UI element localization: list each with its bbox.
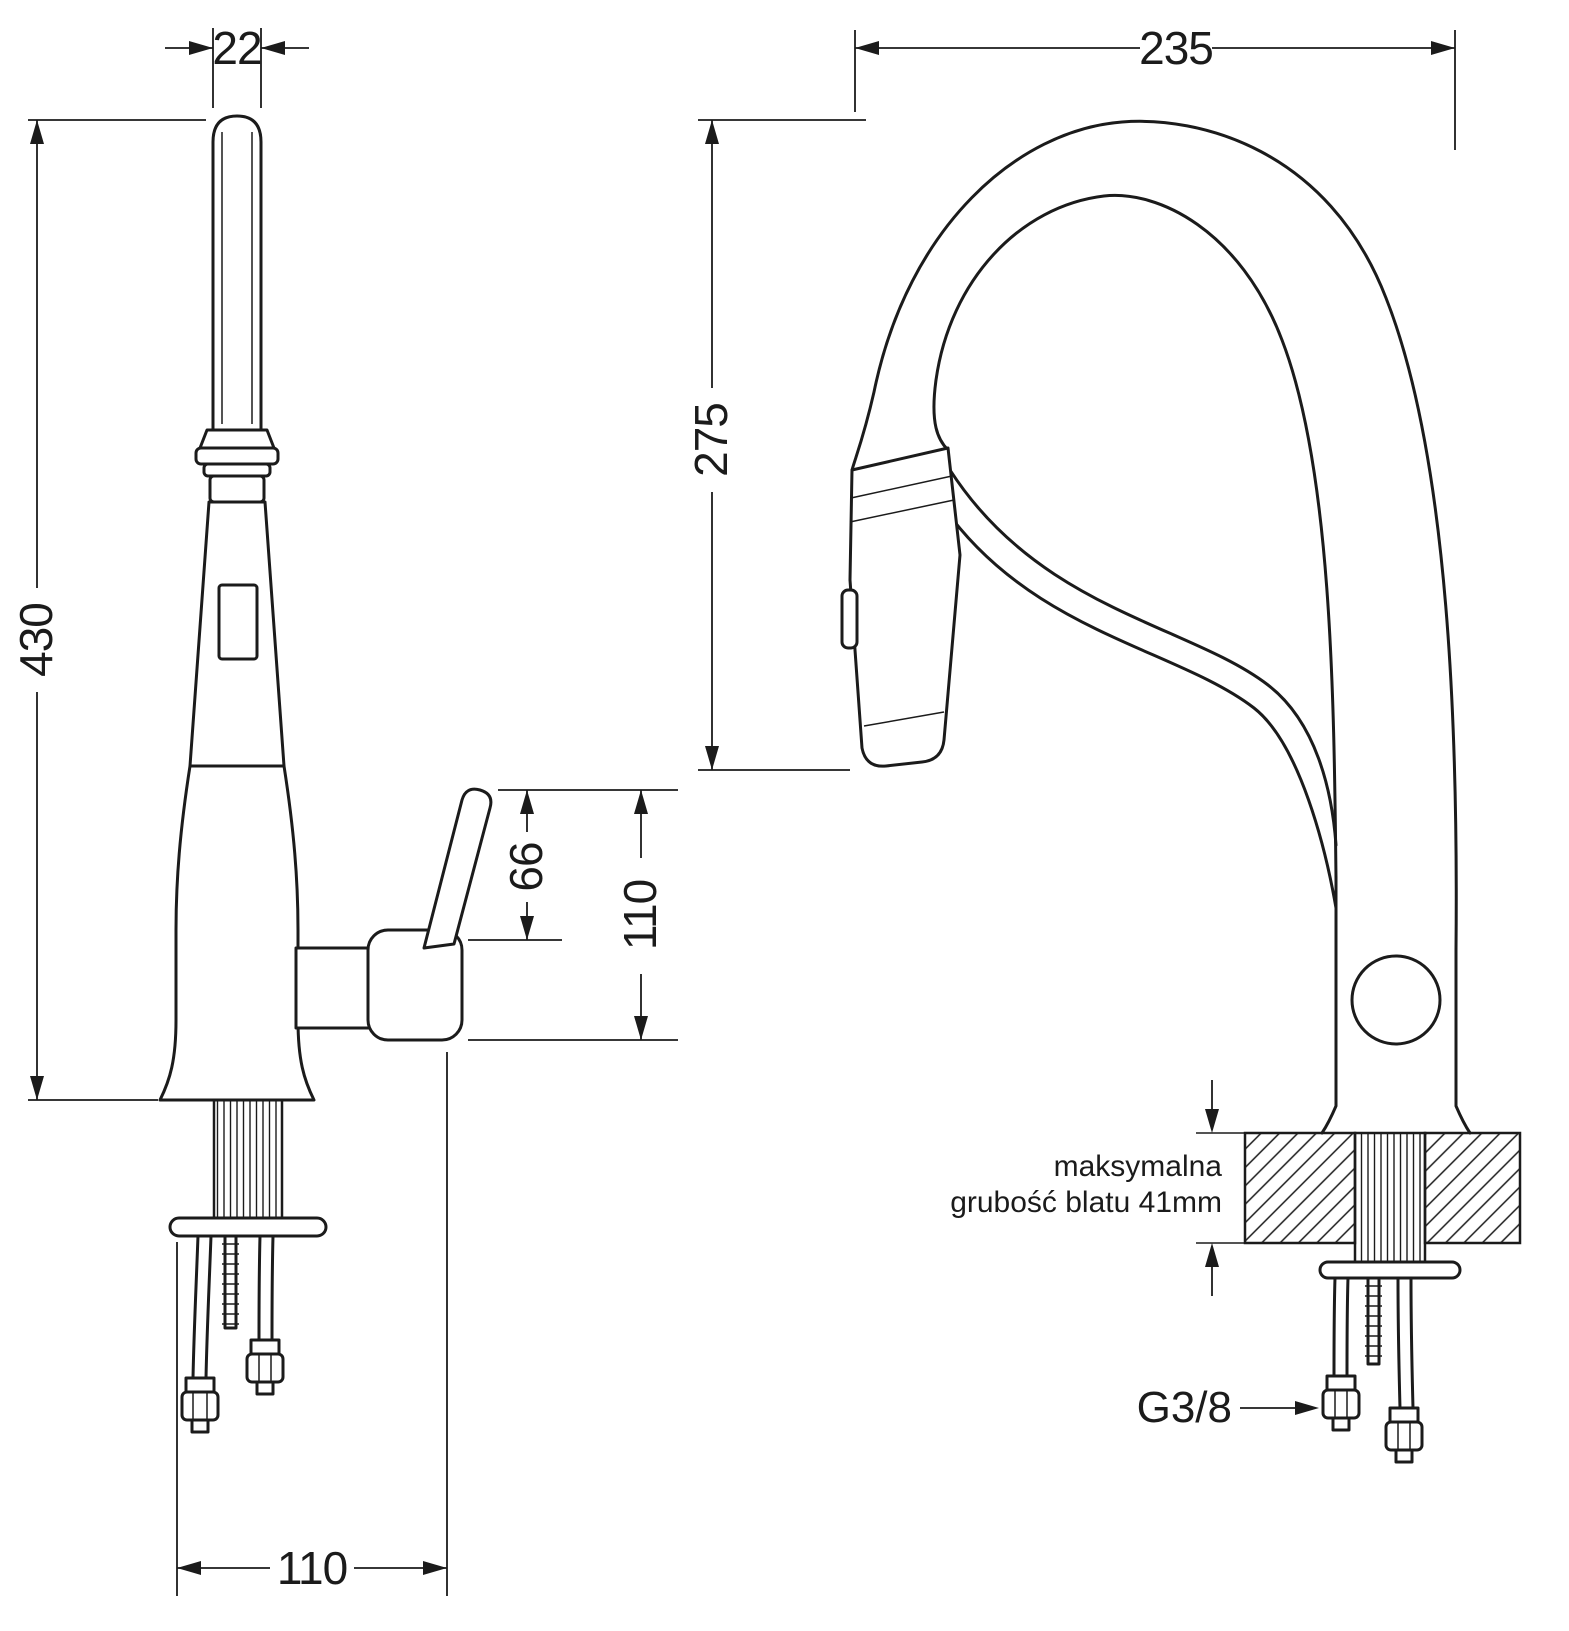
dim-label-22: 22 [212,22,261,74]
body-window [217,583,259,661]
dim-label-275: 275 [685,403,737,477]
threaded-shank [1353,1131,1427,1264]
hose-nut [1384,1420,1424,1452]
stud-thread-ticks [1365,1285,1382,1357]
stud-thread-ticks [222,1243,239,1325]
mounting-flange [168,1216,328,1238]
gooseneck-spout [850,119,1458,952]
dimension-spout-drop: 275 [685,119,866,771]
dim-label-66: 66 [500,842,552,891]
handle-lever [422,787,493,950]
counter-note-line2: grubość blatu 41mm [950,1186,1222,1219]
right-view-faucet: 235 275 maksymalna grubość blatu 41mm [685,22,1522,1464]
handle-connector [294,946,372,1030]
dimension-lever-height: 66 [468,789,678,941]
faucet-body [1320,876,1472,1135]
upper-body [188,500,286,768]
dim-label-430: 430 [10,603,62,677]
counter-thickness-annotation: maksymalna grubość blatu 41mm [950,1080,1222,1296]
g38-nut [1321,1388,1361,1420]
countertop-section [1196,1131,1522,1245]
spout-tube [194,114,280,504]
spray-head [840,446,962,768]
hose-nut [245,1352,285,1384]
thread-size-callout: G3/8 [1137,1383,1319,1432]
thread-size-label: G3/8 [1137,1383,1232,1432]
supply-hose-right [245,1234,285,1396]
left-view-faucet: 22 430 66 [10,22,678,1596]
supply-hose-left [180,1234,220,1434]
pivot-joint [1350,954,1442,1046]
supply-hose-left [1321,1276,1361,1432]
dim-label-110-bottom: 110 [277,1542,347,1594]
left-view-dimensions: 22 430 66 [10,22,678,1596]
supply-hose-right [1384,1276,1424,1464]
dimension-handle-height: 110 [468,790,678,1041]
counter-note-line1: maksymalna [1054,1150,1223,1183]
dim-label-110-side: 110 [614,880,666,950]
mounting-flange [1318,1260,1462,1280]
mounting-stud [1366,1276,1381,1366]
dimension-spout-reach: 235 [854,22,1456,150]
hose-nut [180,1390,220,1422]
mounting-stud [223,1234,238,1330]
left-mounting-hardware [168,1098,328,1434]
dimension-base-reach: 110 [176,1052,448,1596]
handle-base [366,928,464,1042]
pulldown-hose-loop [938,468,1338,910]
dimension-total-height: 430 [10,119,206,1101]
handle-assembly [294,787,493,1042]
spray-head-button [840,588,859,650]
dim-label-235: 235 [1139,22,1213,74]
right-view-dimensions: 235 275 maksymalna grubość blatu 41mm [685,22,1456,1432]
right-mounting-hardware [1318,1131,1462,1464]
lower-body [158,764,316,1102]
threaded-shank [212,1098,284,1220]
dimension-spout-diameter: 22 [165,22,309,108]
